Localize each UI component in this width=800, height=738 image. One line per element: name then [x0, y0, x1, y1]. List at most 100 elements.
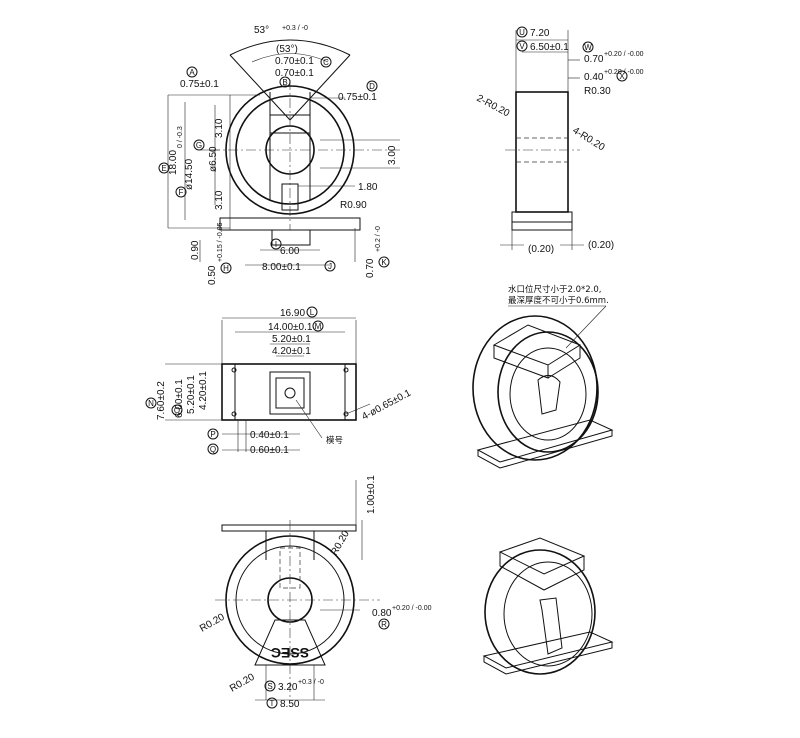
svg-text:P: P: [210, 430, 215, 439]
dim-x-tol: +0.20 / -0.00: [604, 69, 644, 76]
dim-h-left: 3.10: [214, 118, 225, 138]
dim-dia-outer: ø14.50: [184, 158, 195, 190]
balloon-g: G: [193, 139, 205, 151]
svg-text:K: K: [381, 258, 387, 267]
svg-text:I: I: [275, 240, 277, 249]
svg-text:J: J: [328, 262, 332, 271]
dim-h-left2: 3.10: [214, 190, 225, 210]
dim-gap-left: (0.20): [528, 244, 554, 255]
svg-text:B: B: [282, 78, 287, 87]
dim-s-tol: +0.3 / -0: [298, 679, 324, 686]
balloon-q: Q: [207, 443, 219, 455]
svg-text:Q: Q: [210, 445, 216, 454]
balloon-c: C: [320, 56, 332, 68]
dim-slot: 1.80: [358, 182, 378, 193]
svg-text:G: G: [196, 141, 202, 150]
balloon-t: T: [266, 697, 278, 709]
angle-ref: (53°): [276, 44, 298, 55]
side-view: 7.20 6.50±0.1 0.70 +0.20 / -0.00 0.40 +0…: [475, 26, 644, 255]
svg-text:R: R: [381, 620, 387, 629]
dim-r020-c: R0.20: [228, 672, 257, 695]
dim-v-mid: 3.00: [387, 145, 398, 165]
balloon-p: P: [207, 428, 219, 440]
angle-dim: 53°: [254, 25, 269, 36]
note-line2: 最深厚度不可小于0.6mm.: [508, 295, 609, 306]
dim-s: 3.20: [278, 682, 298, 693]
dim-base-w: 6.00: [280, 246, 300, 257]
balloon-k: K: [378, 256, 390, 268]
balloon-x: X: [616, 70, 628, 82]
svg-text:D: D: [369, 82, 375, 91]
balloon-a: A: [186, 66, 198, 78]
balloon-n: N: [145, 397, 157, 409]
top-view: 53° +0.3 / -0 (53°) 0.75±0.1 0.70±0.1 0.…: [158, 25, 400, 285]
dim-o: 6.00±0.1: [174, 379, 185, 418]
dim-radius: R0.90: [340, 200, 367, 211]
svg-text:U: U: [519, 28, 525, 37]
svg-text:C: C: [323, 58, 329, 67]
dim-inner1: 5.20±0.1: [272, 334, 311, 345]
balloon-i: I: [270, 238, 282, 250]
balloon-l: L: [306, 306, 318, 318]
dim-inner2: 4.20±0.1: [272, 346, 311, 357]
dim-h-base-pin-tol: +0.15 / -0.05: [217, 222, 224, 262]
dim-h-base: 0.90: [190, 240, 201, 260]
balloon-e: E: [158, 162, 170, 174]
balloon-v: V: [516, 40, 528, 52]
svg-text:X: X: [619, 72, 625, 81]
dim-height-total: 18.00: [168, 150, 179, 175]
dim-h-base-pin: 0.50: [207, 265, 218, 285]
dim-n: 7.60±0.2: [156, 381, 167, 420]
mold-label: 模号: [326, 435, 343, 446]
dim-r020-b: R0.20: [198, 612, 227, 635]
balloon-m: M: [312, 320, 324, 332]
iso-view-top: 水口位尺寸小于2.0*2.0, 最深厚度不可小于0.6mm.: [472, 284, 614, 469]
svg-text:N: N: [148, 399, 154, 408]
dim-l: 16.90: [280, 308, 305, 319]
note-line1: 水口位尺寸小于2.0*2.0,: [508, 284, 602, 295]
dim-top: 1.00±0.1: [366, 475, 377, 514]
balloon-r: R: [378, 618, 390, 630]
balloon-w: W: [582, 41, 594, 53]
dim-gap-right: (0.20): [588, 240, 614, 251]
dim-r-tol: +0.20 / -0.00: [392, 605, 432, 612]
svg-text:A: A: [189, 68, 195, 77]
dim-r020-left: 2-R0.20: [475, 93, 512, 120]
svg-text:M: M: [315, 322, 322, 331]
balloon-o: O: [171, 404, 183, 416]
dim-u: 7.20: [530, 28, 550, 39]
balloon-s: S: [264, 680, 276, 692]
dim-h-right-tol: +0.2 / -0: [375, 226, 382, 252]
svg-text:E: E: [161, 164, 166, 173]
balloon-h: H: [220, 262, 232, 274]
dim-b: 0.70±0.1: [275, 56, 314, 67]
svg-text:L: L: [310, 308, 315, 317]
dim-v1: 5.20±0.1: [186, 375, 197, 414]
dim-a: 0.75±0.1: [180, 79, 219, 90]
balloon-j: J: [324, 260, 336, 272]
dim-height-tol: 0 / -0.3: [177, 126, 184, 148]
dim-m: 14.00±0.1: [268, 322, 313, 333]
dim-base-w2: 8.00±0.1: [262, 262, 301, 273]
dim-q: 0.60±0.1: [250, 445, 289, 456]
dim-r030: R0.30: [584, 86, 611, 97]
dim-w: 0.70: [584, 54, 604, 65]
iso-view-bottom: [482, 537, 614, 675]
bottom-view: 16.90 14.00±0.1 5.20±0.1 4.20±0.1 7.60±0…: [145, 306, 413, 456]
balloon-u: U: [516, 26, 528, 38]
balloon-f: F: [175, 186, 187, 198]
balloon-b: B: [279, 76, 291, 88]
dim-r020-right: 4-R0.20: [570, 125, 606, 153]
front-view: SSEC 1.00±0.1 R0.20 R0.20 R0.20 0.80 +0.…: [198, 475, 432, 710]
balloon-d: D: [366, 80, 378, 92]
dim-d: 0.75±0.1: [338, 92, 377, 103]
svg-text:F: F: [179, 188, 184, 197]
svg-text:V: V: [519, 42, 525, 51]
dim-v: 6.50±0.1: [530, 42, 569, 53]
svg-text:T: T: [270, 699, 275, 708]
svg-text:S: S: [267, 682, 272, 691]
dim-dia-inner: ø6.50: [208, 146, 219, 172]
dim-v2: 4.20±0.1: [198, 371, 209, 410]
dim-w-tol: +0.20 / -0.00: [604, 51, 644, 58]
